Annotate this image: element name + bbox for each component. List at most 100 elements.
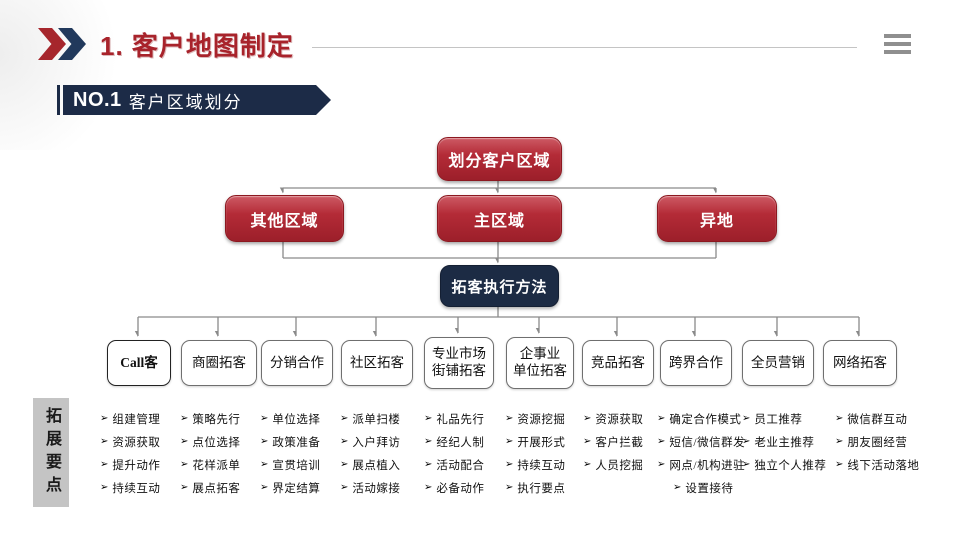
arrow-bullet-icon: ➢ [180,482,189,493]
root-node: 划分客户区域 [437,137,562,181]
arrow-bullet-icon: ➢ [260,459,269,470]
point-text: 点位选择 [192,436,241,449]
points-column-crossover: ➢确定合作模式➢短信/微信群发➢网点/机构进驻➢设置接待 [657,407,745,499]
arrow-bullet-icon: ➢ [180,413,189,424]
arrow-bullet-icon: ➢ [260,436,269,447]
point-item: ➢客户拦截 [583,430,643,453]
arrow-bullet-icon: ➢ [340,413,349,424]
arrow-bullet-icon: ➢ [657,413,666,424]
method-node: 拓客执行方法 [440,265,559,307]
point-text: 线下活动落地 [847,459,920,472]
point-text: 确定合作模式 [669,413,742,426]
hamburger-bar [884,50,911,54]
hamburger-bar [884,42,911,46]
point-item: ➢微信群互动 [835,407,919,430]
point-item: ➢活动配合 [424,453,484,476]
point-item: ➢展点植入 [340,453,400,476]
arrow-bullet-icon: ➢ [583,413,592,424]
point-text: 提升动作 [112,459,161,472]
arrow-bullet-icon: ➢ [340,459,349,470]
arrow-bullet-icon: ➢ [505,413,514,424]
arrow-bullet-icon: ➢ [505,436,514,447]
banner-number: NO.1 [73,88,122,111]
point-text: 宣贯培训 [272,459,321,472]
arrow-bullet-icon: ➢ [835,436,844,447]
arrow-bullet-icon: ➢ [505,459,514,470]
point-item: ➢线下活动落地 [835,453,919,476]
point-item: ➢资源获取 [583,407,643,430]
point-item: ➢资源获取 [100,430,160,453]
point-text: 资源获取 [112,436,161,449]
point-text: 活动配合 [436,459,485,472]
point-text: 人员挖掘 [595,459,644,472]
category-box-community: 社区拓客 [341,340,413,386]
point-text: 花样派单 [192,459,241,472]
point-item: ➢设置接待 [673,476,745,499]
point-item: ➢展点拓客 [180,476,240,499]
hamburger-menu-icon[interactable] [884,34,911,54]
arrow-bullet-icon: ➢ [260,482,269,493]
point-text: 必备动作 [436,482,485,495]
point-item: ➢单位选择 [260,407,320,430]
point-text: 微信群互动 [847,413,908,426]
arrow-bullet-icon: ➢ [100,413,109,424]
point-item: ➢宣贯培训 [260,453,320,476]
category-box-online: 网络拓客 [823,340,897,386]
point-text: 经纪人制 [436,436,485,449]
point-item: ➢员工推荐 [742,407,826,430]
point-text: 界定结算 [272,482,321,495]
points-column-distribution: ➢单位选择➢政策准备➢宣贯培训➢界定结算 [260,407,320,499]
points-column-online: ➢微信群互动➢朋友圈经营➢线下活动落地 [835,407,919,476]
banner-title: 客户区域划分 [128,92,243,112]
points-column-all-staff: ➢员工推荐➢老业主推荐➢独立个人推荐 [742,407,826,476]
points-column-community: ➢派单扫楼➢入户拜访➢展点植入➢活动嫁接 [340,407,400,499]
point-item: ➢礼品先行 [424,407,484,430]
point-text: 老业主推荐 [754,436,815,449]
point-text: 策略先行 [192,413,241,426]
point-item: ➢网点/机构进驻 [657,453,745,476]
point-text: 政策准备 [272,436,321,449]
point-item: ➢确定合作模式 [657,407,745,430]
corner-watermark [0,0,140,150]
point-item: ➢持续互动 [505,453,565,476]
points-column-street-shop: ➢礼品先行➢经纪人制➢活动配合➢必备动作 [424,407,484,499]
point-text: 员工推荐 [754,413,803,426]
point-item: ➢朋友圈经营 [835,430,919,453]
point-text: 朋友圈经营 [847,436,908,449]
point-item: ➢组建管理 [100,407,160,430]
points-column-enterprise: ➢资源挖掘➢开展形式➢持续互动➢执行要点 [505,407,565,499]
hamburger-bar [884,34,911,38]
point-text: 礼品先行 [436,413,485,426]
page-title: 1. 客户地图制定 [100,31,294,61]
point-text: 入户拜访 [352,436,401,449]
point-text: 展点植入 [352,459,401,472]
arrow-bullet-icon: ➢ [742,413,751,424]
arrow-bullet-icon: ➢ [835,413,844,424]
point-item: ➢必备动作 [424,476,484,499]
point-text: 派单扫楼 [352,413,401,426]
arrow-bullet-icon: ➢ [180,459,189,470]
category-box-all-staff: 全员营销 [742,340,814,386]
point-text: 独立个人推荐 [754,459,827,472]
point-item: ➢入户拜访 [340,430,400,453]
arrow-bullet-icon: ➢ [424,459,433,470]
category-box-competitor: 竞品拓客 [582,340,654,386]
arrow-bullet-icon: ➢ [742,436,751,447]
point-item: ➢老业主推荐 [742,430,826,453]
point-item: ➢持续互动 [100,476,160,499]
category-box-business-circle: 商圈拓客 [181,340,257,386]
point-item: ➢资源挖掘 [505,407,565,430]
point-text: 网点/机构进驻 [669,459,746,472]
point-text: 执行要点 [517,482,566,495]
arrow-bullet-icon: ➢ [657,459,666,470]
points-column-competitor: ➢资源获取➢客户拦截➢人员挖掘 [583,407,643,476]
arrow-bullet-icon: ➢ [583,436,592,447]
region-node-main: 主区域 [437,195,562,242]
arrow-bullet-icon: ➢ [424,436,433,447]
point-text: 持续互动 [112,482,161,495]
arrow-bullet-icon: ➢ [180,436,189,447]
point-item: ➢独立个人推荐 [742,453,826,476]
point-text: 资源获取 [595,413,644,426]
arrow-bullet-icon: ➢ [835,459,844,470]
category-box-distribution: 分销合作 [261,340,333,386]
